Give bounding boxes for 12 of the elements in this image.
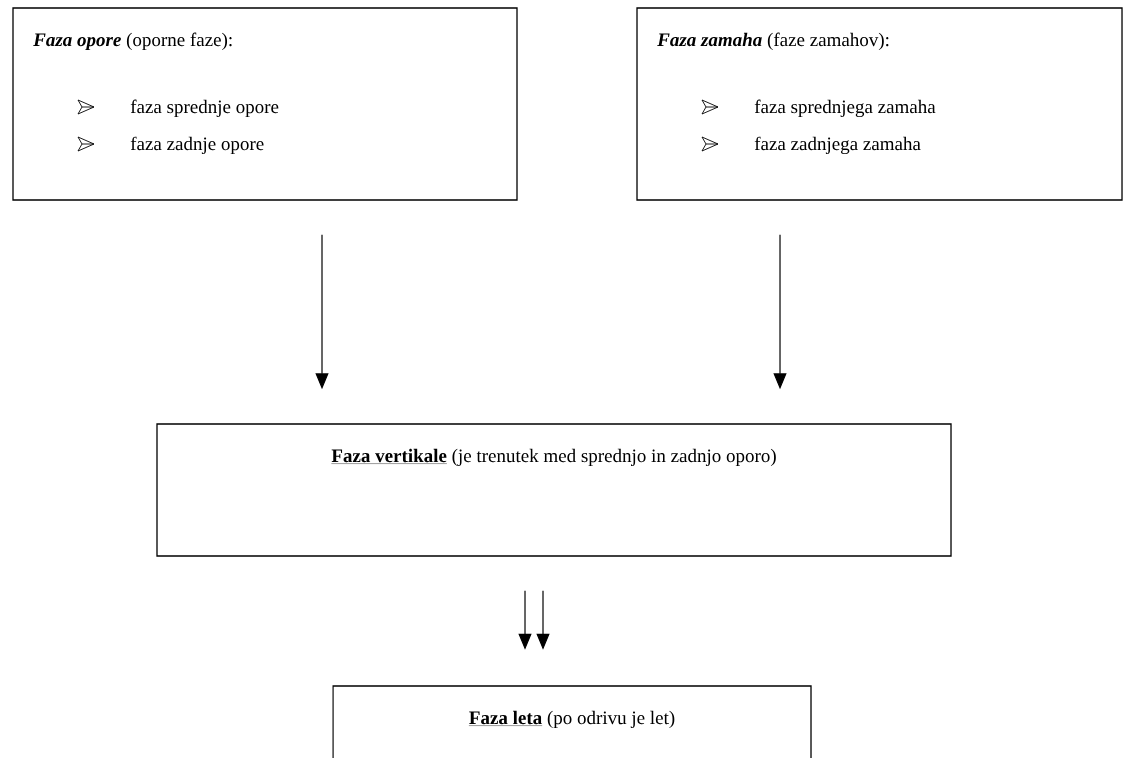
list-item: faza sprednje opore <box>130 99 279 118</box>
list-item: faza sprednjega zamaha <box>754 99 936 118</box>
box-text: Faza leta (po odrivu je let) <box>468 710 675 729</box>
heading: Faza opore (oporne faze): <box>33 32 232 51</box>
box-text: Faza vertikale (je trenutek med sprednjo in zadnjo oporo) <box>331 448 776 467</box>
heading: Faza zamaha (faze zamahov): <box>657 32 889 51</box>
list-item: faza zadnje opore <box>130 136 264 155</box>
list-item: faza zadnjega zamaha <box>754 136 921 155</box>
phase-box <box>332 685 812 758</box>
phase-box <box>156 423 952 557</box>
phase-box <box>12 7 518 201</box>
phase-box <box>636 7 1123 201</box>
